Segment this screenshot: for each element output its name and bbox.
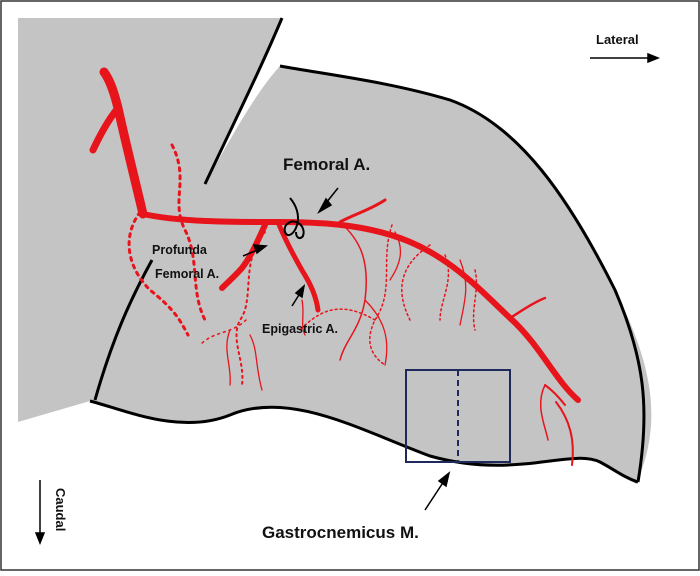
label-profunda-line1: Profunda [152, 243, 208, 257]
label-lateral: Lateral [596, 32, 639, 47]
label-gastrocnemius: Gastrocnemicus M. [262, 523, 419, 542]
label-profunda-line2: Femoral A. [155, 267, 219, 281]
label-caudal: Caudal [53, 488, 68, 531]
label-epigastric: Epigastric A. [262, 322, 338, 336]
label-femoral-artery: Femoral A. [283, 155, 370, 174]
